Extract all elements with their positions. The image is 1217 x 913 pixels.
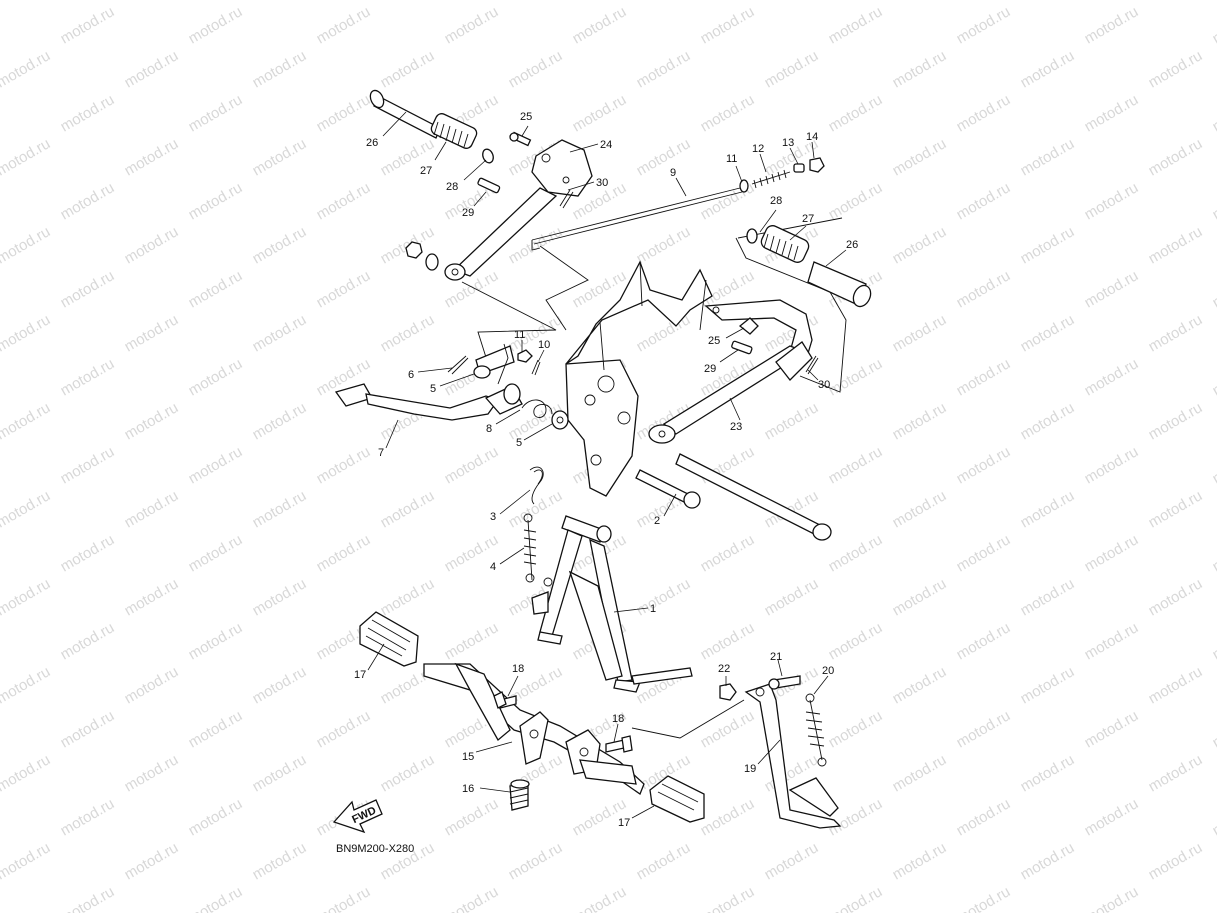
side-stand-assembly	[719, 675, 842, 829]
callout-23: 23	[730, 421, 742, 433]
callout-5: 5	[516, 437, 522, 449]
callout-29: 29	[704, 363, 716, 375]
callout-12: 12	[752, 143, 764, 155]
callout-16: 16	[462, 783, 474, 795]
callout-18: 18	[612, 713, 624, 725]
pivot-shafts	[635, 453, 832, 541]
callout-18: 18	[512, 663, 524, 675]
callout-13: 13	[782, 137, 794, 149]
callout-25: 25	[708, 335, 720, 347]
callout-9: 9	[670, 167, 676, 179]
callout-30: 30	[596, 177, 608, 189]
fwd-arrow-icon: FWD	[332, 799, 383, 834]
callout-19: 19	[744, 763, 756, 775]
right-footrest-assembly	[648, 225, 872, 444]
callout-27: 27	[802, 213, 814, 225]
callout-7: 7	[378, 447, 384, 459]
callout-21: 21	[770, 651, 782, 663]
callout-11: 11	[726, 153, 737, 165]
callout-22: 22	[718, 663, 730, 675]
callout-2: 2	[654, 515, 660, 527]
callout-3: 3	[490, 511, 496, 523]
footrest-stay-assembly	[359, 611, 705, 823]
callout-29: 29	[462, 207, 474, 219]
callouts: 26 27 28 29 25 24 30 9 11 12 13 14 28 27…	[354, 111, 858, 829]
frame-section	[565, 260, 713, 497]
callout-26: 26	[366, 137, 378, 149]
left-rear-footrest-assembly	[369, 89, 593, 281]
callout-1: 1	[650, 603, 656, 615]
leader-lines	[367, 111, 847, 819]
callout-27: 27	[420, 165, 432, 177]
main-stand	[531, 515, 693, 693]
brake-pedal-assembly	[334, 343, 569, 430]
callout-6: 6	[408, 369, 414, 381]
callout-14: 14	[806, 131, 818, 143]
callout-28: 28	[446, 181, 458, 193]
springs	[523, 466, 544, 583]
callout-17: 17	[354, 669, 366, 681]
callout-10: 10	[538, 339, 550, 351]
callout-24: 24	[600, 139, 612, 151]
callout-4: 4	[490, 561, 496, 573]
callout-20: 20	[822, 665, 834, 677]
diagram-code: BN9M200-X280	[336, 843, 414, 855]
callout-15: 15	[462, 751, 474, 763]
callout-17: 17	[618, 817, 630, 829]
callout-28: 28	[770, 195, 782, 207]
callout-30: 30	[818, 379, 830, 391]
callout-8: 8	[486, 423, 492, 435]
callout-11: 11	[514, 329, 525, 341]
callout-5: 5	[430, 383, 436, 395]
callout-25: 25	[520, 111, 532, 123]
brake-rod-assembly	[531, 157, 825, 251]
callout-26: 26	[846, 239, 858, 251]
